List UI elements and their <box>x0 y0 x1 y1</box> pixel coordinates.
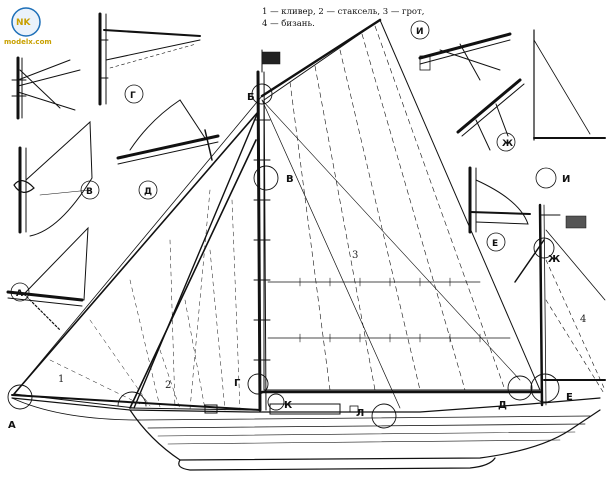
label-v-mast: В <box>286 174 294 185</box>
jib-sail <box>13 111 259 410</box>
main-mast <box>253 49 281 412</box>
topping-lift <box>261 99 521 381</box>
label-i-side: И <box>562 174 570 185</box>
inset-i-mast-head <box>418 32 512 81</box>
label-v-inset: В <box>86 187 93 197</box>
forestay <box>13 95 263 395</box>
inset-v-hoop <box>13 120 93 237</box>
mizzen-mast <box>514 203 606 407</box>
legend-line-2: 4 — бизань. <box>262 18 315 29</box>
label-b: Б <box>247 92 255 103</box>
sail-number-mizzen: 4 <box>580 314 586 325</box>
inset-a-bowsprit <box>6 226 89 331</box>
label-l: Л <box>356 408 364 419</box>
staysail <box>129 139 257 411</box>
main-gaff <box>260 18 382 98</box>
label-a-inset: А <box>16 289 23 299</box>
sail-number-main: 3 <box>352 250 358 261</box>
inset-zh-fitting <box>456 78 525 151</box>
main-mast-flag <box>261 51 281 65</box>
label-i-inset: И <box>416 27 424 37</box>
sail-number-staysail: 2 <box>165 380 171 391</box>
label-d-boom: Д <box>498 400 507 411</box>
hull <box>11 397 601 471</box>
detail-markers <box>7 83 560 429</box>
inset-e-clew <box>468 166 531 234</box>
label-k: К <box>284 400 293 411</box>
label-e-stern: Е <box>566 392 573 403</box>
label-e-inset: Е <box>492 239 498 249</box>
legend-line-1: 1 — кливер, 2 — стаксель, 3 — грот, <box>262 7 424 17</box>
logo-letters: NK <box>16 18 32 28</box>
site-logo: NK modelx.com <box>4 7 52 46</box>
backstay <box>261 99 401 409</box>
label-g-inset: Г <box>130 91 136 101</box>
inset-d-boom-end <box>116 99 220 165</box>
label-zh-mizzen: Ж <box>548 254 561 265</box>
logo-caption: modelx.com <box>4 38 52 46</box>
inset-right-edge <box>533 29 606 141</box>
sail-number-jib: 1 <box>58 374 64 385</box>
mizzen-flag <box>565 215 587 229</box>
label-g-mast: Г <box>234 378 241 389</box>
label-zh-inset: Ж <box>502 139 513 149</box>
inset-rigging-top-left <box>11 56 81 120</box>
label-d-inset: Д <box>144 187 152 197</box>
label-a-hull: А <box>8 420 16 431</box>
inset-g-throat <box>98 12 201 106</box>
mainsail <box>263 19 541 391</box>
